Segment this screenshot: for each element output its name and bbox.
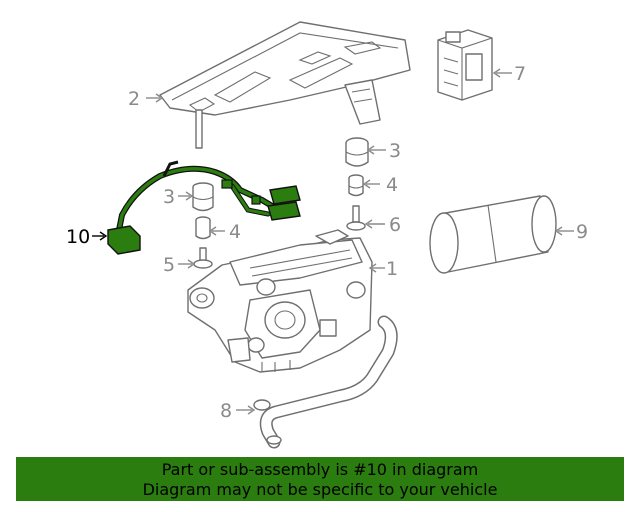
bushing-left (195, 216, 211, 240)
valve-block (437, 29, 493, 101)
callout-4-left: 4 (229, 221, 241, 243)
stud-bolt (346, 205, 366, 231)
banner-line-1: Part or sub-assembly is #10 in diagram (161, 460, 479, 479)
callout-7: 7 (514, 63, 526, 85)
rubber-mount-left (192, 182, 214, 212)
callout-3-right: 3 (389, 140, 401, 162)
parts-diagram: 2 7 3 4 6 3 4 5 1 8 9 10 (66, 21, 588, 449)
rubber-mount-right (345, 137, 369, 167)
callout-10: 10 (66, 226, 90, 248)
callout-1: 1 (386, 258, 398, 280)
stud-bolt-left (193, 247, 213, 269)
callout-8: 8 (220, 400, 232, 422)
pressure-reservoir (429, 195, 557, 274)
wiring-harness (107, 160, 301, 255)
callout-2: 2 (128, 88, 140, 110)
bracket-plate (159, 21, 411, 149)
callout-3-left: 3 (163, 186, 175, 208)
air-compressor (187, 229, 373, 373)
callout-6: 6 (389, 214, 401, 236)
callout-5: 5 (163, 254, 175, 276)
callout-9: 9 (576, 221, 588, 243)
bushing-right (348, 174, 364, 197)
intake-hose (253, 315, 398, 449)
callout-4-right: 4 (386, 174, 398, 196)
banner-line-2: Diagram may not be specific to your vehi… (142, 480, 498, 499)
leader-lines (92, 68, 574, 415)
info-banner: Part or sub-assembly is #10 in diagram D… (16, 457, 624, 501)
